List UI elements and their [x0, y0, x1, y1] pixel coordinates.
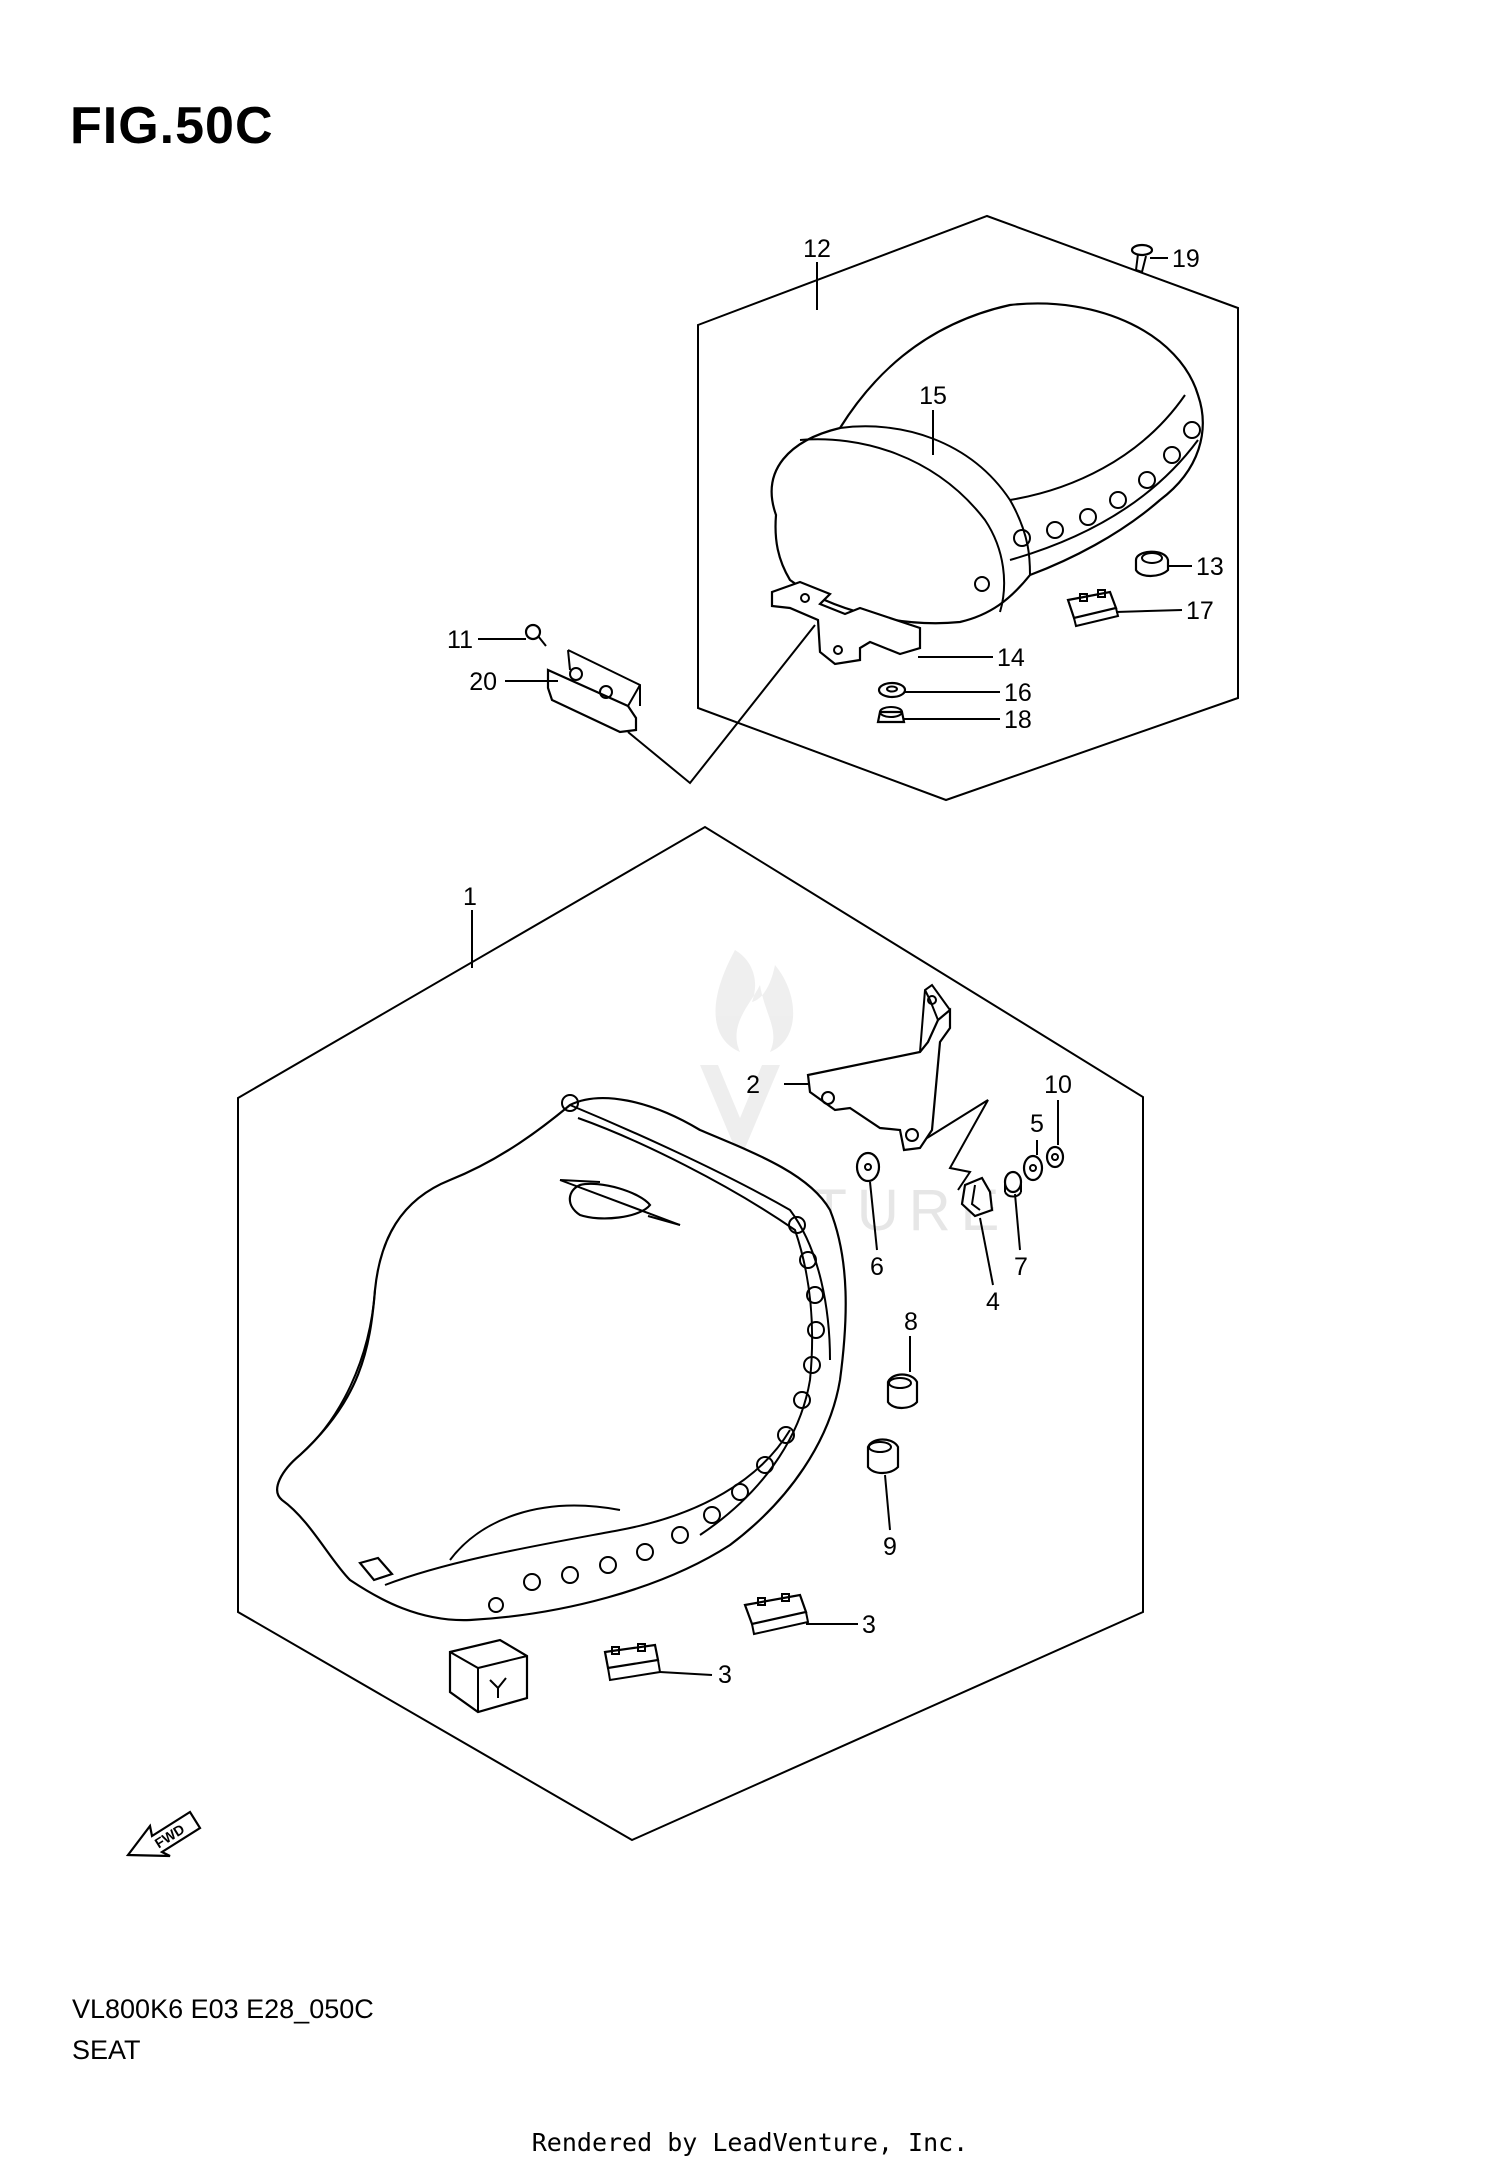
main-seat: [276, 1094, 847, 1622]
main-seat-studs: [488, 1094, 825, 1613]
callout-15: 15: [919, 382, 947, 410]
nut-18: [876, 706, 906, 724]
handle-to-bracket-link: [627, 624, 816, 785]
seat-group-outline: [237, 825, 1144, 1842]
callout-11: 11: [447, 626, 473, 654]
seat-hook: [806, 983, 952, 1152]
callout-3-left: 3: [718, 1661, 732, 1689]
callout-6: 6: [870, 1253, 884, 1281]
cushion-13: [1134, 550, 1170, 578]
collar-7: [1003, 1170, 1023, 1198]
callout-12: 12: [803, 235, 831, 263]
washer-6: [855, 1151, 881, 1183]
washer-16: [877, 681, 907, 699]
callout-1: 1: [463, 883, 477, 911]
callout-16: 16: [1004, 679, 1032, 707]
callout-20: 20: [469, 668, 497, 696]
cushion-9: [866, 1438, 900, 1475]
drawing-caption: SEAT: [72, 2035, 141, 2065]
pillion-seat-studs: [974, 421, 1201, 592]
callout-19: 19: [1172, 245, 1200, 273]
cushion-3-left: [603, 1643, 662, 1682]
callout-18: 18: [1004, 706, 1032, 734]
callout-labels: 1 2 3 3 4 5 6 7 8 9 10 11 12 13 14 15 16…: [447, 235, 1224, 1689]
callout-10: 10: [1044, 1071, 1072, 1099]
damper-4: [960, 1176, 994, 1218]
callout-7: 7: [1014, 1253, 1028, 1281]
callout-8: 8: [904, 1308, 918, 1336]
hook-assembly-link: [926, 1099, 989, 1191]
callout-2: 2: [746, 1071, 760, 1099]
forward-direction-arrow: FWD: [125, 1810, 202, 1858]
washer-5: [1022, 1154, 1044, 1182]
nut-10: [1045, 1145, 1065, 1169]
pillion-seat-group-outline: [697, 214, 1239, 802]
pillion-seat: [770, 302, 1204, 625]
render-credit: Rendered by LeadVenture, Inc.: [531, 2128, 969, 2157]
watermark-logo: [700, 950, 794, 1160]
grab-handle: [546, 649, 641, 734]
cushion-8: [886, 1373, 919, 1410]
callout-leaders: [471, 257, 1192, 1676]
pillion-seat-bracket: [770, 580, 922, 666]
drawing-code: VL800K6 E03 E28_050C: [72, 1994, 374, 2024]
callout-17: 17: [1186, 597, 1214, 625]
callout-3-right: 3: [862, 1611, 876, 1639]
bolt-11: [524, 623, 547, 647]
seat-emblem: [559, 1179, 681, 1226]
callout-14: 14: [997, 644, 1025, 672]
callout-5: 5: [1030, 1110, 1044, 1138]
screw-19: [1130, 243, 1154, 274]
cushion-17: [1066, 589, 1120, 628]
callout-13: 13: [1196, 553, 1224, 581]
callout-4: 4: [986, 1288, 1000, 1316]
callout-9: 9: [883, 1533, 897, 1561]
tool-bag: [448, 1638, 529, 1714]
figure-title: FIG.50C: [70, 97, 274, 155]
cushion-3-right: [743, 1593, 810, 1636]
